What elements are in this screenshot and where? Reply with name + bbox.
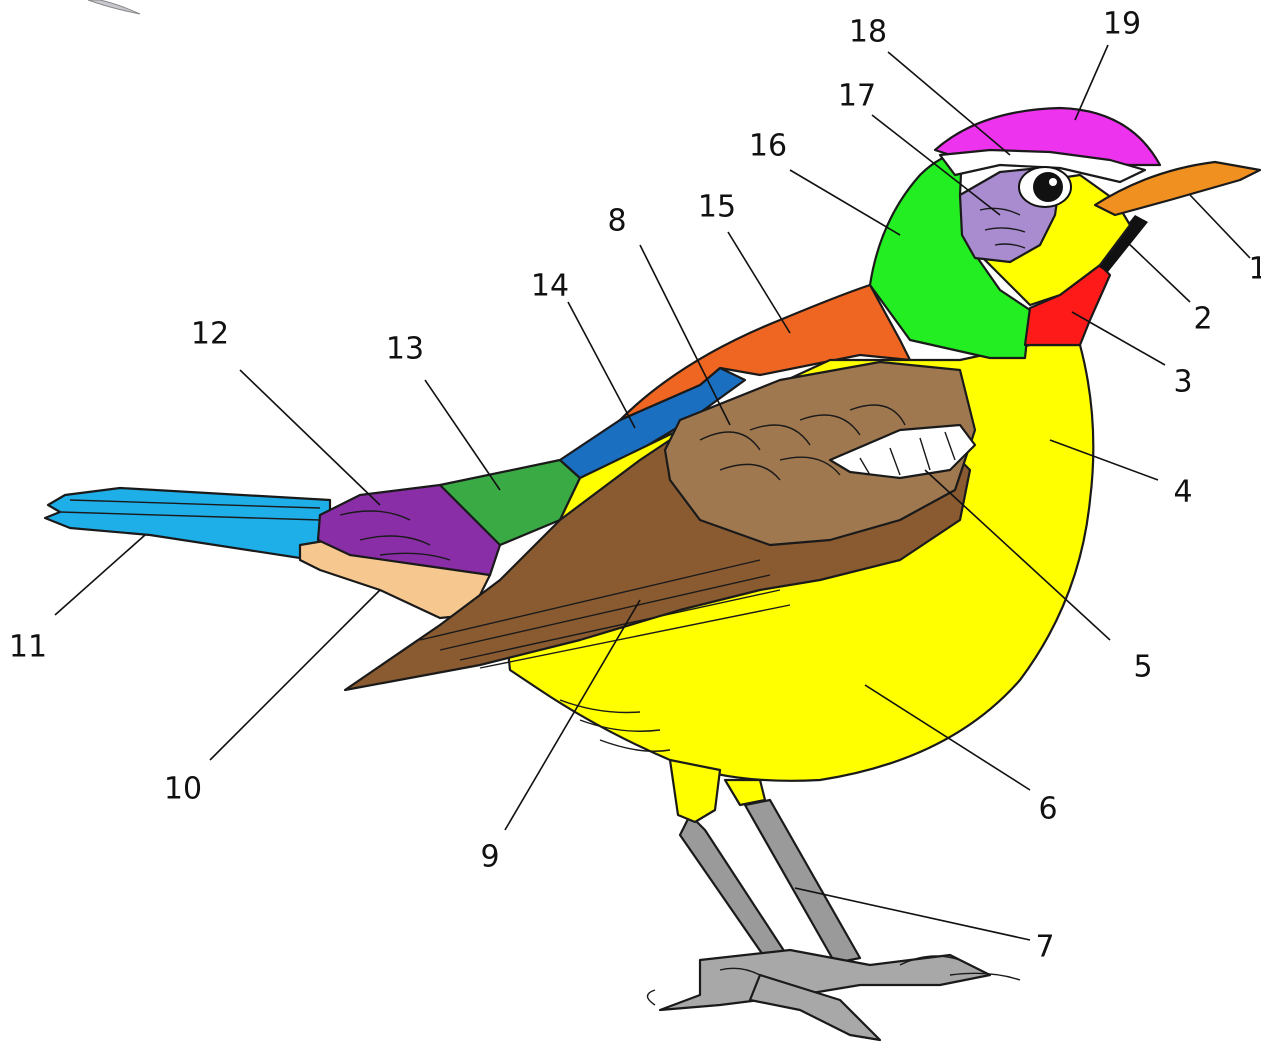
label-16: 16 — [749, 129, 787, 164]
corner-feather-sketch — [88, 0, 140, 14]
label-14: 14 — [531, 269, 569, 304]
label-1: 1 — [1248, 252, 1261, 287]
label-7: 7 — [1035, 930, 1054, 965]
label-9: 9 — [480, 840, 499, 875]
label-15: 15 — [698, 190, 736, 225]
label-18: 18 — [849, 15, 887, 50]
label-8: 8 — [607, 204, 626, 239]
label-2: 2 — [1193, 302, 1212, 337]
pupil — [1033, 172, 1063, 202]
label-5: 5 — [1133, 650, 1152, 685]
label-6: 6 — [1038, 792, 1057, 827]
label-11: 11 — [9, 630, 47, 665]
thigh — [670, 760, 720, 822]
label-17: 17 — [838, 79, 876, 114]
legs — [648, 800, 1021, 1040]
label-19: 19 — [1103, 7, 1141, 42]
label-4: 4 — [1173, 475, 1192, 510]
label-12: 12 — [191, 317, 229, 352]
label-3: 3 — [1173, 365, 1192, 400]
label-10: 10 — [164, 772, 202, 807]
label-13: 13 — [386, 332, 424, 367]
thigh-rear — [725, 780, 765, 805]
